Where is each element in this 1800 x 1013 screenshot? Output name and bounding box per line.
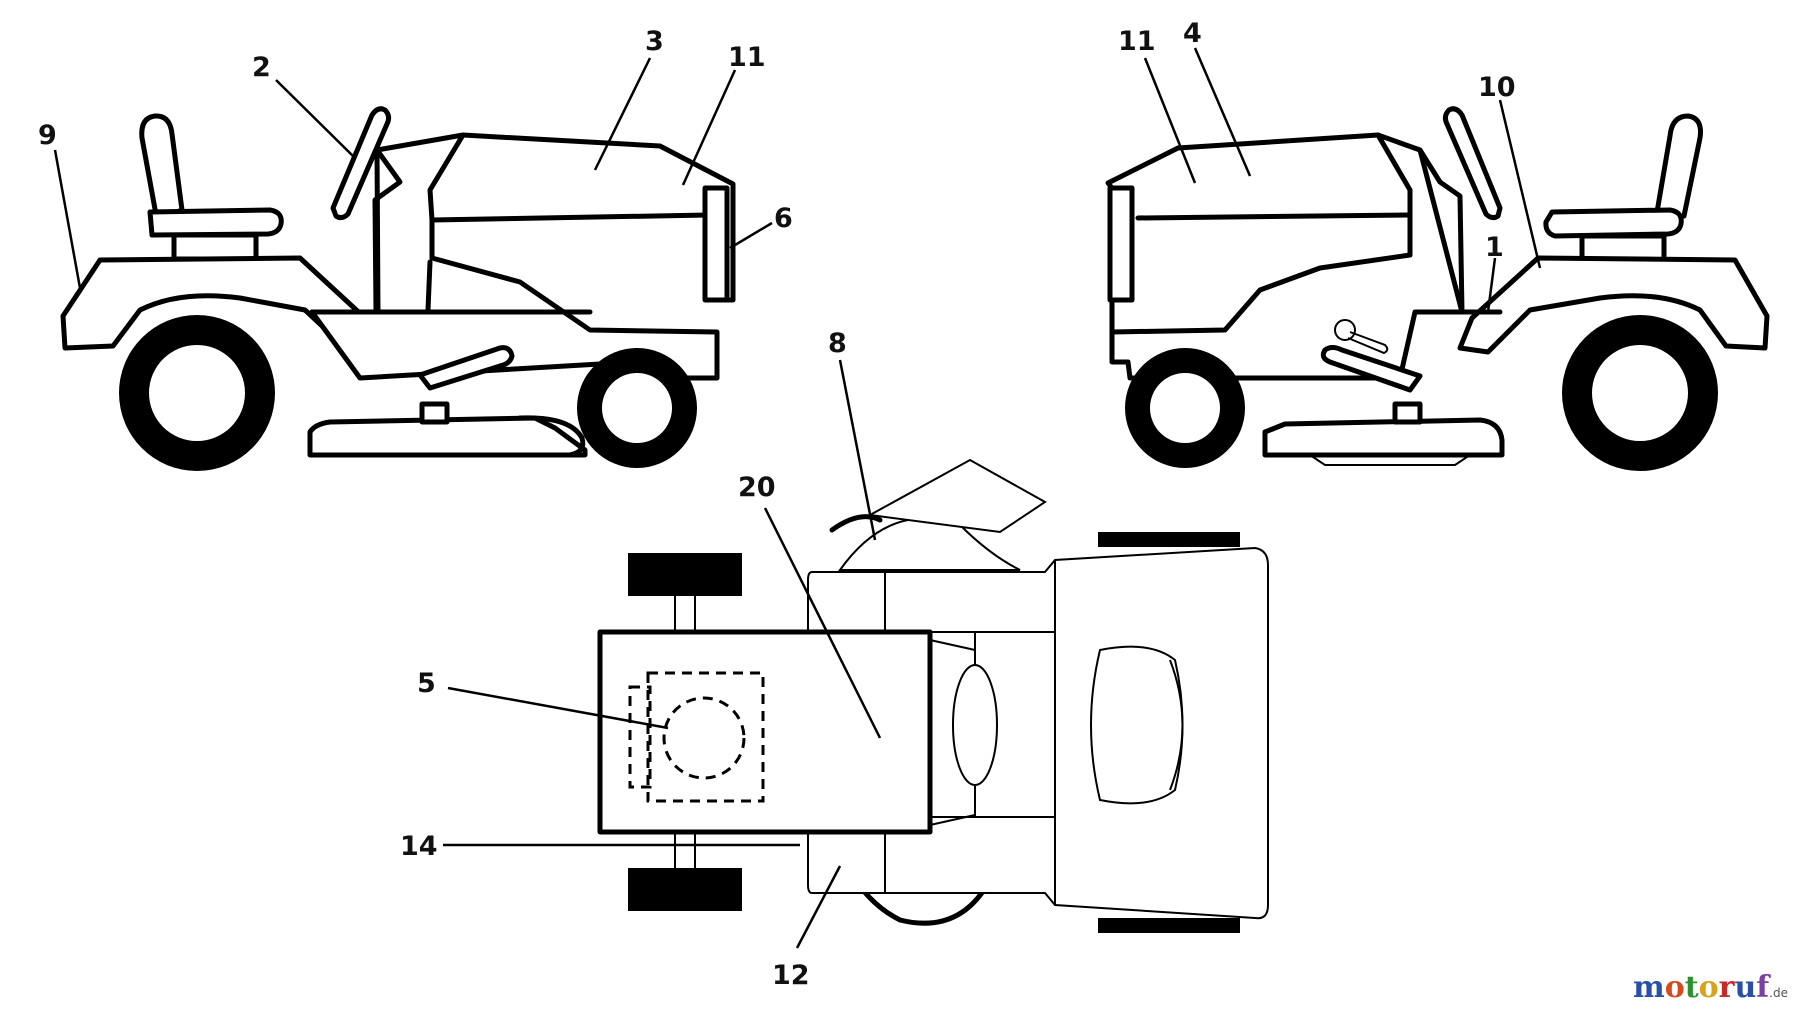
deck-right-arc-top <box>829 514 883 533</box>
leader-6 <box>729 221 773 250</box>
seat-back-left <box>139 113 185 223</box>
part-labels: 1 2 3 4 5 6 8 9 10 11 11 12 14 20 <box>38 18 1516 991</box>
deck-skirt-right <box>1309 454 1471 466</box>
seat-post-left <box>171 232 259 262</box>
engine-side-top <box>628 685 652 789</box>
seat-cushion-left <box>147 207 284 238</box>
watermark-letter: t <box>1684 970 1699 1005</box>
deck-hanger-left <box>419 401 450 425</box>
part-label-6: 6 <box>774 203 793 234</box>
right-side-view <box>1105 106 1770 471</box>
leader-10 <box>1498 99 1542 269</box>
watermark-letter: o <box>1698 970 1719 1005</box>
part-label-11-right: 11 <box>1118 26 1156 57</box>
lever-knob-right <box>1334 319 1356 341</box>
rear-fender-right <box>1457 255 1770 355</box>
leader-20 <box>763 507 882 739</box>
part-label-12: 12 <box>772 960 810 991</box>
hood-panel-left <box>427 132 466 223</box>
mower-deck-right <box>1262 417 1505 458</box>
leader-11b <box>1143 57 1197 184</box>
steering-column-right <box>1417 147 1465 315</box>
engine-circle-top <box>662 696 746 780</box>
front-wheel-hub-left <box>602 373 672 443</box>
top-view <box>597 458 1269 933</box>
part-label-3: 3 <box>645 26 664 57</box>
pedal-right <box>1320 345 1423 393</box>
seat-top <box>1090 645 1184 805</box>
watermark-letter: r <box>1718 970 1735 1005</box>
part-label-1: 1 <box>1485 232 1504 263</box>
watermark-letter: u <box>1734 970 1757 1005</box>
grille-left <box>702 185 730 303</box>
watermark-suffix: .de <box>1769 986 1788 1000</box>
leader-1 <box>1486 257 1497 313</box>
deck-chute-left <box>517 415 586 458</box>
part-label-4: 4 <box>1183 18 1202 49</box>
leader-lines <box>53 47 1542 949</box>
leader-5 <box>447 686 669 730</box>
lever-right <box>1347 331 1389 355</box>
part-label-10: 10 <box>1478 72 1516 103</box>
deck-hanger-right <box>1392 401 1423 425</box>
leader-11a <box>681 69 737 186</box>
rear-wheel-hub-left <box>149 345 245 441</box>
hood-top <box>597 629 933 835</box>
watermark-letter: o <box>1664 970 1685 1005</box>
leader-3 <box>593 57 652 171</box>
part-label-5: 5 <box>417 668 436 699</box>
part-label-2: 2 <box>252 52 271 83</box>
front-wheel-hub-right <box>1150 373 1220 443</box>
part-label-11-left: 11 <box>728 42 766 73</box>
seat-back-top <box>1169 659 1184 791</box>
leader-4 <box>1193 47 1252 177</box>
leader-2 <box>275 79 356 159</box>
watermark-letter: f <box>1756 970 1770 1005</box>
steering-column-left <box>372 147 403 315</box>
steering-wheel-left <box>330 106 392 221</box>
front-wheel-top-upper <box>628 553 742 596</box>
steering-wheel-top <box>952 664 998 786</box>
steering-wheel-right <box>1442 106 1503 221</box>
engine-outline-top <box>646 671 765 803</box>
leader-12 <box>795 865 842 949</box>
watermark-logo: motoruf.de <box>1633 970 1788 1005</box>
watermark-letter: m <box>1633 970 1665 1005</box>
hood-panel-right <box>1109 132 1413 335</box>
leader-8 <box>838 359 877 541</box>
left-side-view <box>60 106 736 471</box>
part-label-8: 8 <box>828 328 847 359</box>
seat-back-right <box>1653 113 1703 221</box>
rear-wheel-top-lower <box>1098 918 1240 933</box>
leader-9 <box>53 149 82 289</box>
hood-left <box>309 132 736 381</box>
hood-nose-top <box>929 639 976 826</box>
rear-wheel-top-upper <box>1098 532 1240 547</box>
grille-right <box>1107 185 1135 303</box>
seat-cushion-right <box>1543 207 1684 239</box>
part-label-9: 9 <box>38 120 57 151</box>
part-label-14: 14 <box>400 831 438 862</box>
hood-top-line-right <box>1135 212 1413 221</box>
hood-lower-line-left <box>425 259 433 313</box>
rear-fender-left <box>60 255 381 355</box>
discharge-chute-top <box>866 458 1047 534</box>
front-wheel-top-lower <box>628 868 742 911</box>
part-label-20: 20 <box>738 472 776 503</box>
mower-deck-left <box>307 415 588 458</box>
pedal-left <box>417 345 515 391</box>
rear-wheel-hub-right <box>1592 345 1688 441</box>
